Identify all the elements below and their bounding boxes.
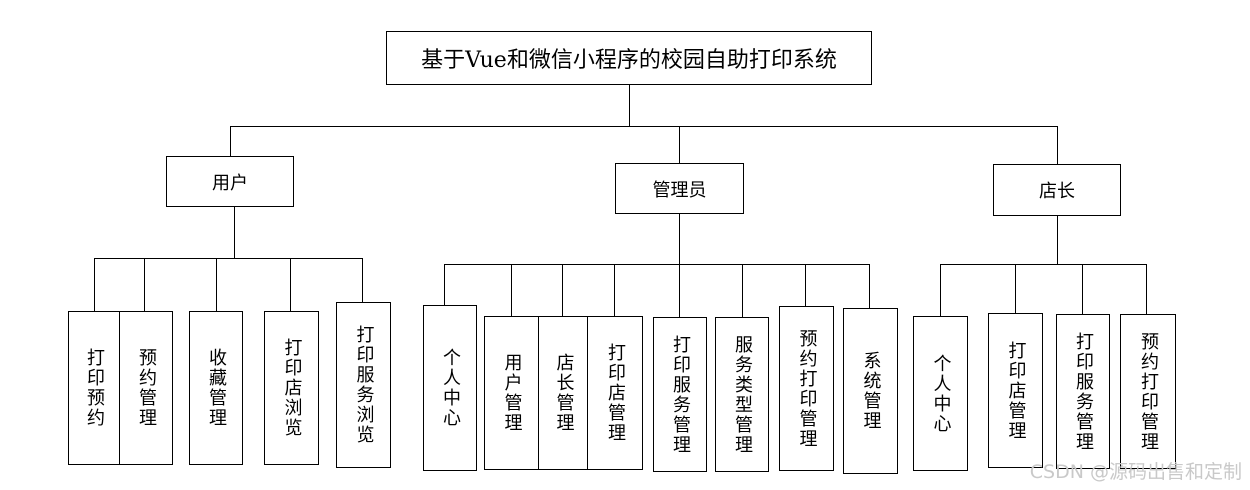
connector <box>1015 264 1016 313</box>
connector <box>216 258 217 311</box>
leaf-node-label: 打印店管理 <box>1005 340 1027 441</box>
connector <box>679 126 680 163</box>
leaf-node-label: 打印店浏览 <box>281 338 303 438</box>
leaf-node-label: 店长管理 <box>553 353 575 433</box>
connector <box>1082 264 1083 314</box>
leaf-node: 打印预约 <box>68 311 120 465</box>
connector <box>1057 126 1058 164</box>
leaf-node: 打印店管理 <box>587 316 643 470</box>
role-node-label: 管理员 <box>652 179 707 201</box>
role-node-user: 用户 <box>166 156 294 207</box>
leaf-node: 系统管理 <box>843 308 898 474</box>
connector <box>742 264 743 317</box>
leaf-node: 打印店浏览 <box>264 311 319 465</box>
watermark: CSDN @源码出售和定制 <box>1029 461 1242 483</box>
leaf-node: 打印服务管理 <box>653 317 707 472</box>
connector <box>629 85 630 127</box>
connector <box>230 126 1058 127</box>
connector <box>940 264 941 316</box>
connector <box>614 264 615 316</box>
leaf-node: 预约管理 <box>119 311 173 465</box>
leaf-node-label: 预约打印管理 <box>1138 331 1159 452</box>
connector <box>94 258 363 259</box>
leaf-node: 收藏管理 <box>189 311 243 465</box>
leaf-node-label: 系统管理 <box>860 351 882 431</box>
role-node-label: 店长 <box>1039 181 1075 202</box>
leaf-node-label: 个人中心 <box>930 353 952 434</box>
connector <box>1146 264 1147 314</box>
leaf-node-label: 打印服务管理 <box>670 334 691 455</box>
connector <box>869 264 870 308</box>
role-node-manager: 店长 <box>993 164 1121 216</box>
root-node-label: 基于Vue和微信小程序的校园自助打印系统 <box>421 48 837 73</box>
leaf-node-label: 收藏管理 <box>206 348 227 428</box>
leaf-node: 个人中心 <box>423 305 477 471</box>
connector <box>940 264 1147 265</box>
leaf-node-label: 用户管理 <box>501 353 523 433</box>
leaf-node: 用户管理 <box>484 316 539 470</box>
leaf-node: 预约打印管理 <box>779 306 834 471</box>
leaf-node-label: 打印服务管理 <box>1073 331 1094 452</box>
connector <box>444 264 445 305</box>
connector <box>679 214 680 265</box>
leaf-node-label: 打印预约 <box>84 348 105 428</box>
role-node-label: 用户 <box>212 172 248 194</box>
connector <box>805 264 806 306</box>
leaf-node-label: 打印服务浏览 <box>353 325 375 445</box>
connector <box>290 258 291 311</box>
connector <box>94 258 95 311</box>
leaf-node-label: 个人中心 <box>440 348 461 428</box>
leaf-node: 个人中心 <box>913 316 968 471</box>
leaf-node: 打印服务浏览 <box>336 302 391 468</box>
connector <box>230 126 231 156</box>
leaf-node: 打印店管理 <box>988 313 1043 468</box>
connector <box>144 258 145 311</box>
connector <box>444 264 870 265</box>
leaf-node: 预约打印管理 <box>1120 314 1176 469</box>
connector <box>234 207 235 259</box>
connector <box>362 258 363 302</box>
root-node: 基于Vue和微信小程序的校园自助打印系统 <box>386 31 872 85</box>
connector <box>679 264 680 317</box>
connector <box>511 264 512 316</box>
connector <box>1057 216 1058 264</box>
leaf-node-label: 服务类型管理 <box>732 334 753 455</box>
leaf-node: 服务类型管理 <box>715 317 769 472</box>
leaf-node: 打印服务管理 <box>1056 314 1110 469</box>
leaf-node: 店长管理 <box>538 316 589 470</box>
role-node-admin: 管理员 <box>615 163 744 214</box>
leaf-node-label: 预约打印管理 <box>796 328 818 449</box>
connector <box>562 264 563 316</box>
leaf-node-label: 打印店管理 <box>605 343 626 443</box>
leaf-node-label: 预约管理 <box>136 348 157 428</box>
